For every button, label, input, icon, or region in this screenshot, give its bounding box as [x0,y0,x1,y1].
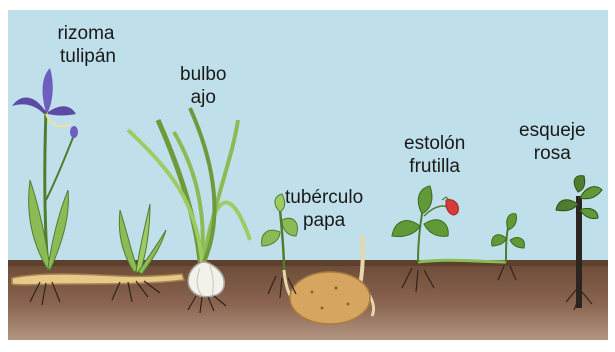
label-estolon-line2: frutilla [404,155,465,178]
label-estolon-line1: estolón [404,132,465,155]
label-rizoma: rizoma tulipán [56,22,116,68]
label-rizoma-line1: rizoma [56,22,116,45]
label-tuberculo: tubérculo papa [285,186,363,232]
label-esqueje-line1: esqueje [519,119,586,142]
iris-bud [70,126,78,138]
label-estolon: estolón frutilla [404,132,465,178]
label-tuberculo-line2: papa [285,209,363,232]
label-bulbo-line2: ajo [180,86,227,109]
rose-stem [576,196,582,308]
label-esqueje-line2: rosa [519,142,586,165]
label-esqueje: esqueje rosa [519,119,586,165]
potato-tuber [290,272,370,324]
strawberry-runner [418,260,506,262]
label-bulbo: bulbo ajo [180,63,227,109]
label-tuberculo-line1: tubérculo [285,186,363,209]
label-bulbo-line1: bulbo [180,63,227,86]
label-rizoma-line2: tulipán [60,45,116,68]
soil-surface [8,260,608,266]
